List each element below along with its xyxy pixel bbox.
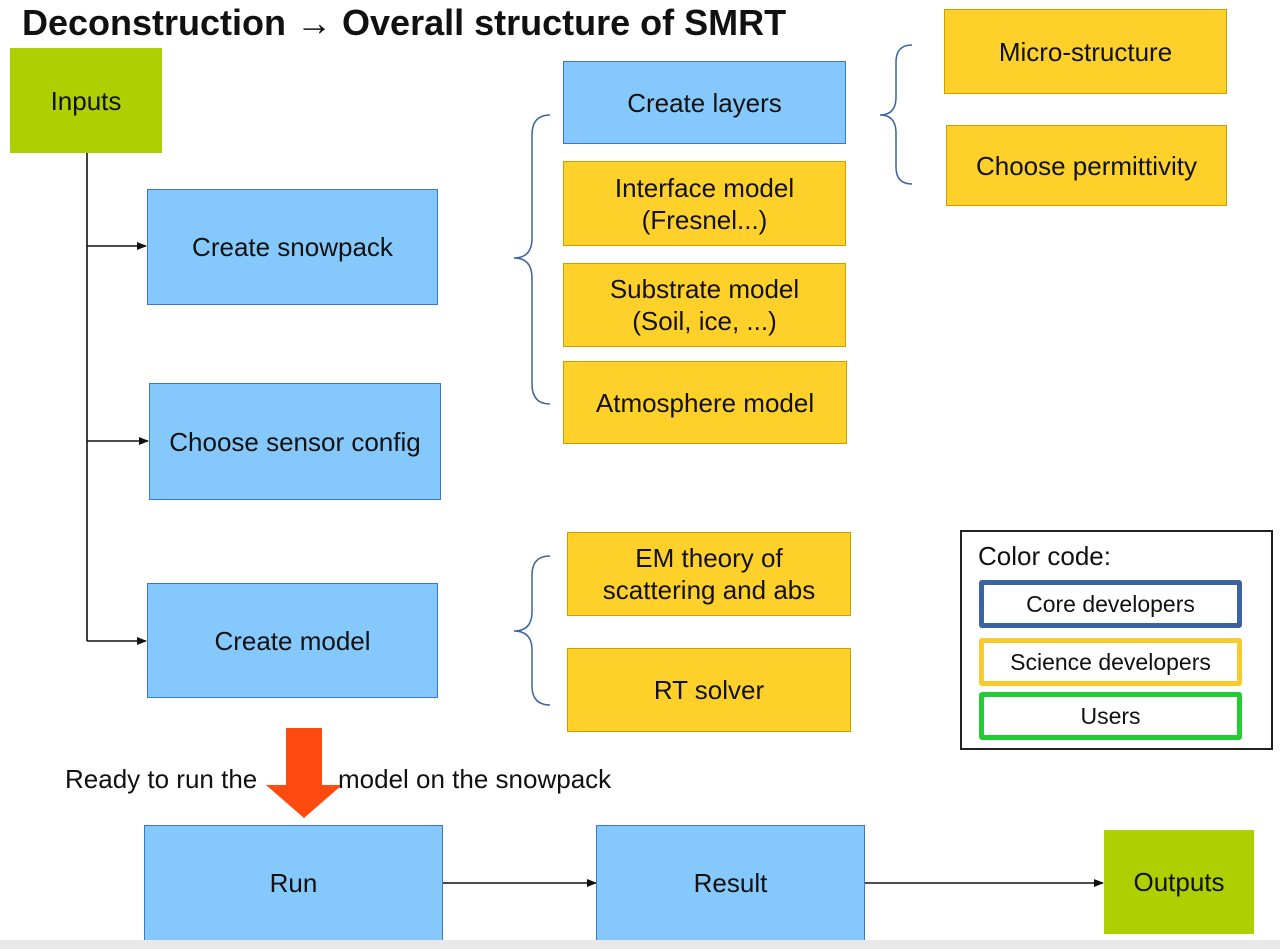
page-title: Deconstruction → Overall structure of SM…: [22, 2, 787, 43]
legend-science-developers: Science developers: [979, 638, 1242, 686]
legend-users: Users: [979, 692, 1242, 740]
legend-title: Color code:: [978, 541, 1111, 571]
create-layers-box: Create layers: [563, 61, 846, 144]
legend-core-developers: Core developers: [979, 580, 1242, 628]
color-code-legend: Color code: Core developers Science deve…: [960, 530, 1273, 750]
em-theory-box: EM theory of scattering and abs: [567, 532, 851, 616]
inputs-box: Inputs: [10, 48, 162, 153]
result-box: Result: [596, 825, 865, 941]
ready-arrow-icon: [266, 728, 342, 818]
atmosphere-model-box: Atmosphere model: [563, 361, 847, 444]
create-snowpack-box: Create snowpack: [147, 189, 438, 305]
micro-structure-box: Micro-structure: [944, 9, 1227, 94]
ready-text-left: Ready to run the: [65, 764, 258, 794]
choose-sensor-config-box: Choose sensor config: [149, 383, 441, 500]
outputs-box: Outputs: [1104, 830, 1254, 934]
run-box: Run: [144, 825, 443, 941]
create-model-box: Create model: [147, 583, 438, 698]
rt-solver-box: RT solver: [567, 648, 851, 732]
choose-permittivity-box: Choose permittivity: [946, 125, 1227, 206]
substrate-model-box: Substrate model (Soil, ice, ...): [563, 263, 846, 347]
brace-layers: [879, 44, 913, 185]
ready-text-right: model on the snowpack: [338, 764, 612, 794]
bottom-strip: [0, 940, 1280, 949]
brace-model: [513, 555, 551, 706]
interface-model-box: Interface model (Fresnel...): [563, 161, 846, 246]
brace-snowpack: [513, 114, 551, 405]
